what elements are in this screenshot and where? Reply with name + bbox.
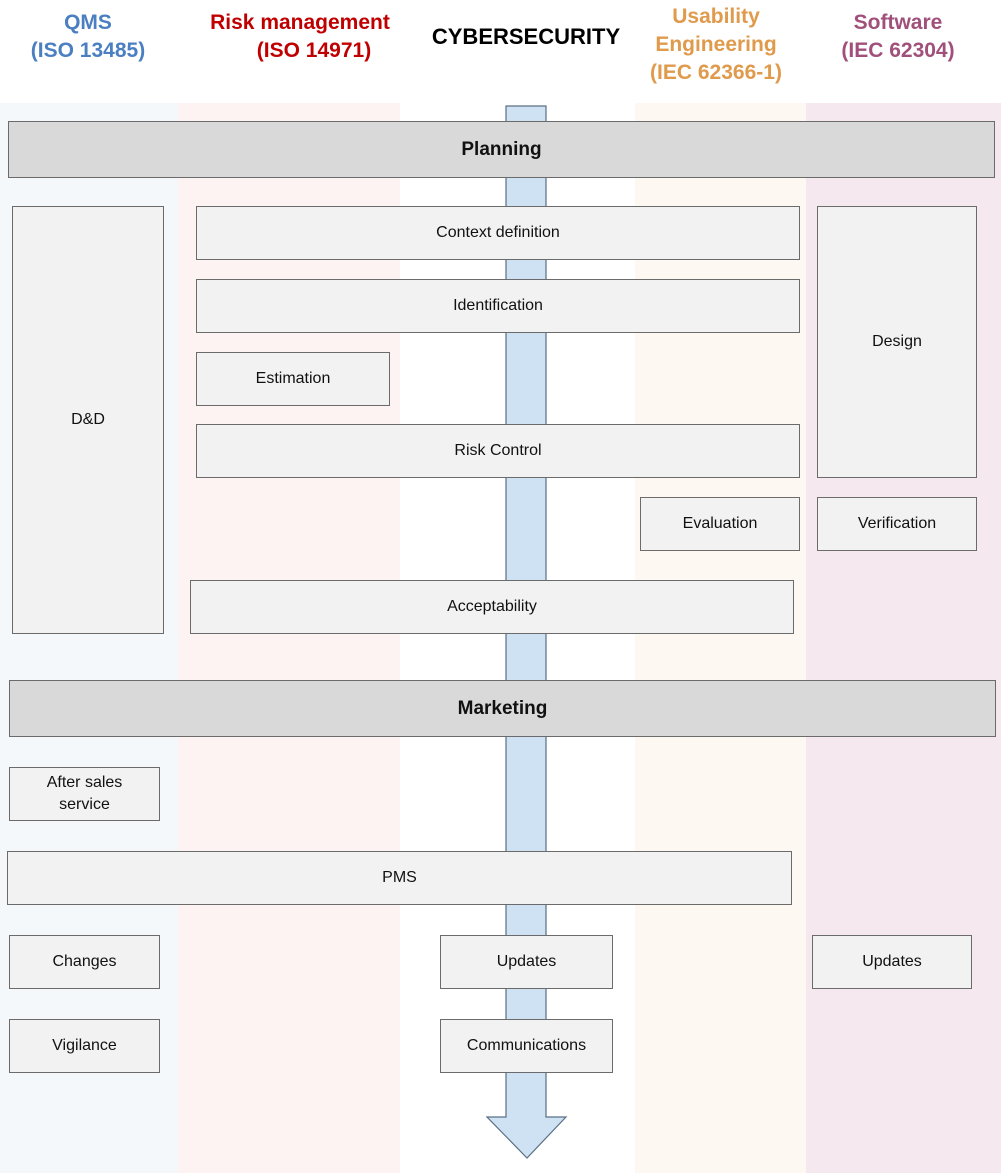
header-software: Software (IEC 62304) [808,9,988,65]
lane-risk-management [178,103,400,1173]
estimation-box: Estimation [196,352,390,406]
updates-cybersecurity-box: Updates [440,935,613,989]
acceptability-box: Acceptability [190,580,794,634]
lane-usability [635,103,806,1173]
evaluation-box: Evaluation [640,497,800,551]
header-usability-line-1: Usability [672,5,760,28]
header-cybersecurity: CYBERSECURITY [431,24,621,49]
header-qms: QMS (ISO 13485) [18,9,158,65]
verification-box: Verification [817,497,977,551]
header-software-line-1: Software [853,11,943,34]
design-box: Design [817,206,977,478]
header-risk-line-1: Risk management [210,11,390,34]
after-sales-service-box: After sales service [9,767,160,821]
header-usability-line-2: Engineering [655,33,777,56]
communications-box: Communications [440,1019,613,1073]
header-software-line-2: (IEC 62304) [841,39,955,62]
marketing-band: Marketing [9,680,996,737]
header-qms-line-2: (ISO 13485) [30,39,146,62]
identification-box: Identification [196,279,800,333]
header-risk-management: Risk management (ISO 14971) [190,9,410,65]
risk-control-box: Risk Control [196,424,800,478]
context-definition-box: Context definition [196,206,800,260]
updates-software-box: Updates [812,935,972,989]
header-qms-line-1: QMS [64,11,112,34]
header-usability-line-3: (IEC 62366-1) [650,61,782,84]
header-usability: Usability Engineering (IEC 62366-1) [630,3,802,87]
vigilance-box: Vigilance [9,1019,160,1073]
pms-box: PMS [7,851,792,905]
dd-box: D&D [12,206,164,634]
changes-box: Changes [9,935,160,989]
header-risk-line-2: (ISO 14971) [256,39,372,62]
planning-band: Planning [8,121,995,178]
